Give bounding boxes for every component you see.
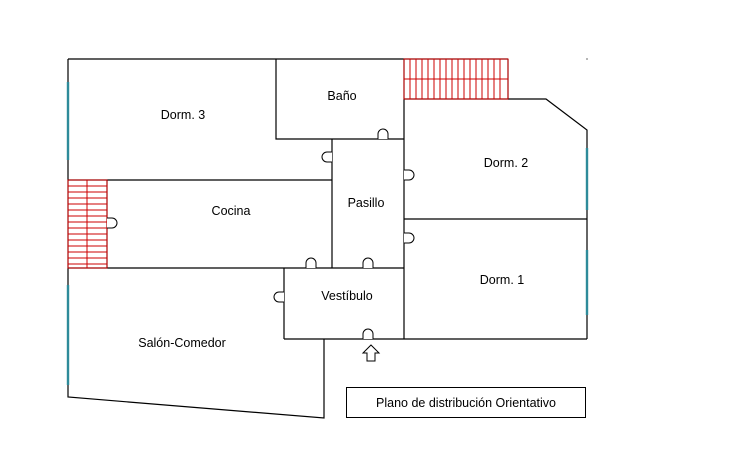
room-label-cocina: Cocina: [211, 204, 251, 218]
door-cocina-bottom: [305, 257, 317, 268]
door-bano: [377, 128, 389, 139]
room-label-dorm2: Dorm. 2: [483, 156, 529, 170]
legend-text: Plano de distribución Orientativo: [376, 395, 556, 410]
room-label-salon: Salón-Comedor: [138, 336, 226, 350]
legend-box: Plano de distribución Orientativo: [346, 387, 586, 418]
entrance-arrow-icon: [361, 344, 381, 362]
door-entrance: [362, 328, 374, 339]
room-label-vestibulo: Vestíbulo: [321, 289, 373, 303]
wall-bano-left: [275, 59, 404, 140]
stairs-left: [67, 179, 108, 269]
stairs-top: [403, 58, 509, 100]
outer-wall-dorm2-top: [508, 98, 588, 339]
door-cocina-left: [107, 217, 118, 229]
room-label-bano: Baño: [327, 89, 357, 103]
door-pasillo-bottom: [362, 257, 374, 268]
room-label-dorm3: Dorm. 3: [160, 108, 206, 122]
door-dorm3: [321, 151, 332, 163]
mark-dot: [586, 58, 588, 60]
room-label-dorm1: Dorm. 1: [479, 273, 525, 287]
door-dorm1: [404, 232, 415, 244]
door-salon: [273, 291, 284, 303]
door-dorm2: [404, 169, 415, 181]
room-label-pasillo: Pasillo: [347, 196, 385, 210]
